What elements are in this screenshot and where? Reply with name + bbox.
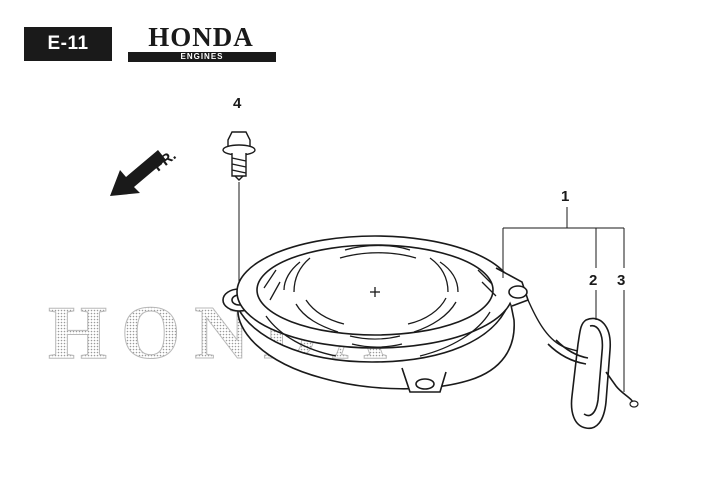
callout-bracket xyxy=(502,207,625,392)
callout-4: 4 xyxy=(233,95,242,112)
page-code: E-11 xyxy=(47,33,89,54)
flange-bolt xyxy=(222,131,256,181)
front-direction-arrow xyxy=(110,150,166,196)
honda-engines-logo: HONDA ENGINES xyxy=(122,22,280,62)
callout-3: 3 xyxy=(617,272,625,289)
callout-1: 1 xyxy=(561,188,569,205)
cover-vent-slots xyxy=(263,244,497,357)
rope-end xyxy=(605,371,635,405)
front-label: FR. xyxy=(150,147,180,175)
brand-subtitle: ENGINES xyxy=(128,52,276,62)
rope-end-tip xyxy=(629,400,639,408)
callout-2: 2 xyxy=(589,272,597,289)
brand-name: HONDA xyxy=(148,22,254,52)
starter-grip xyxy=(547,317,611,430)
page-code-badge: E-11 xyxy=(24,27,112,61)
